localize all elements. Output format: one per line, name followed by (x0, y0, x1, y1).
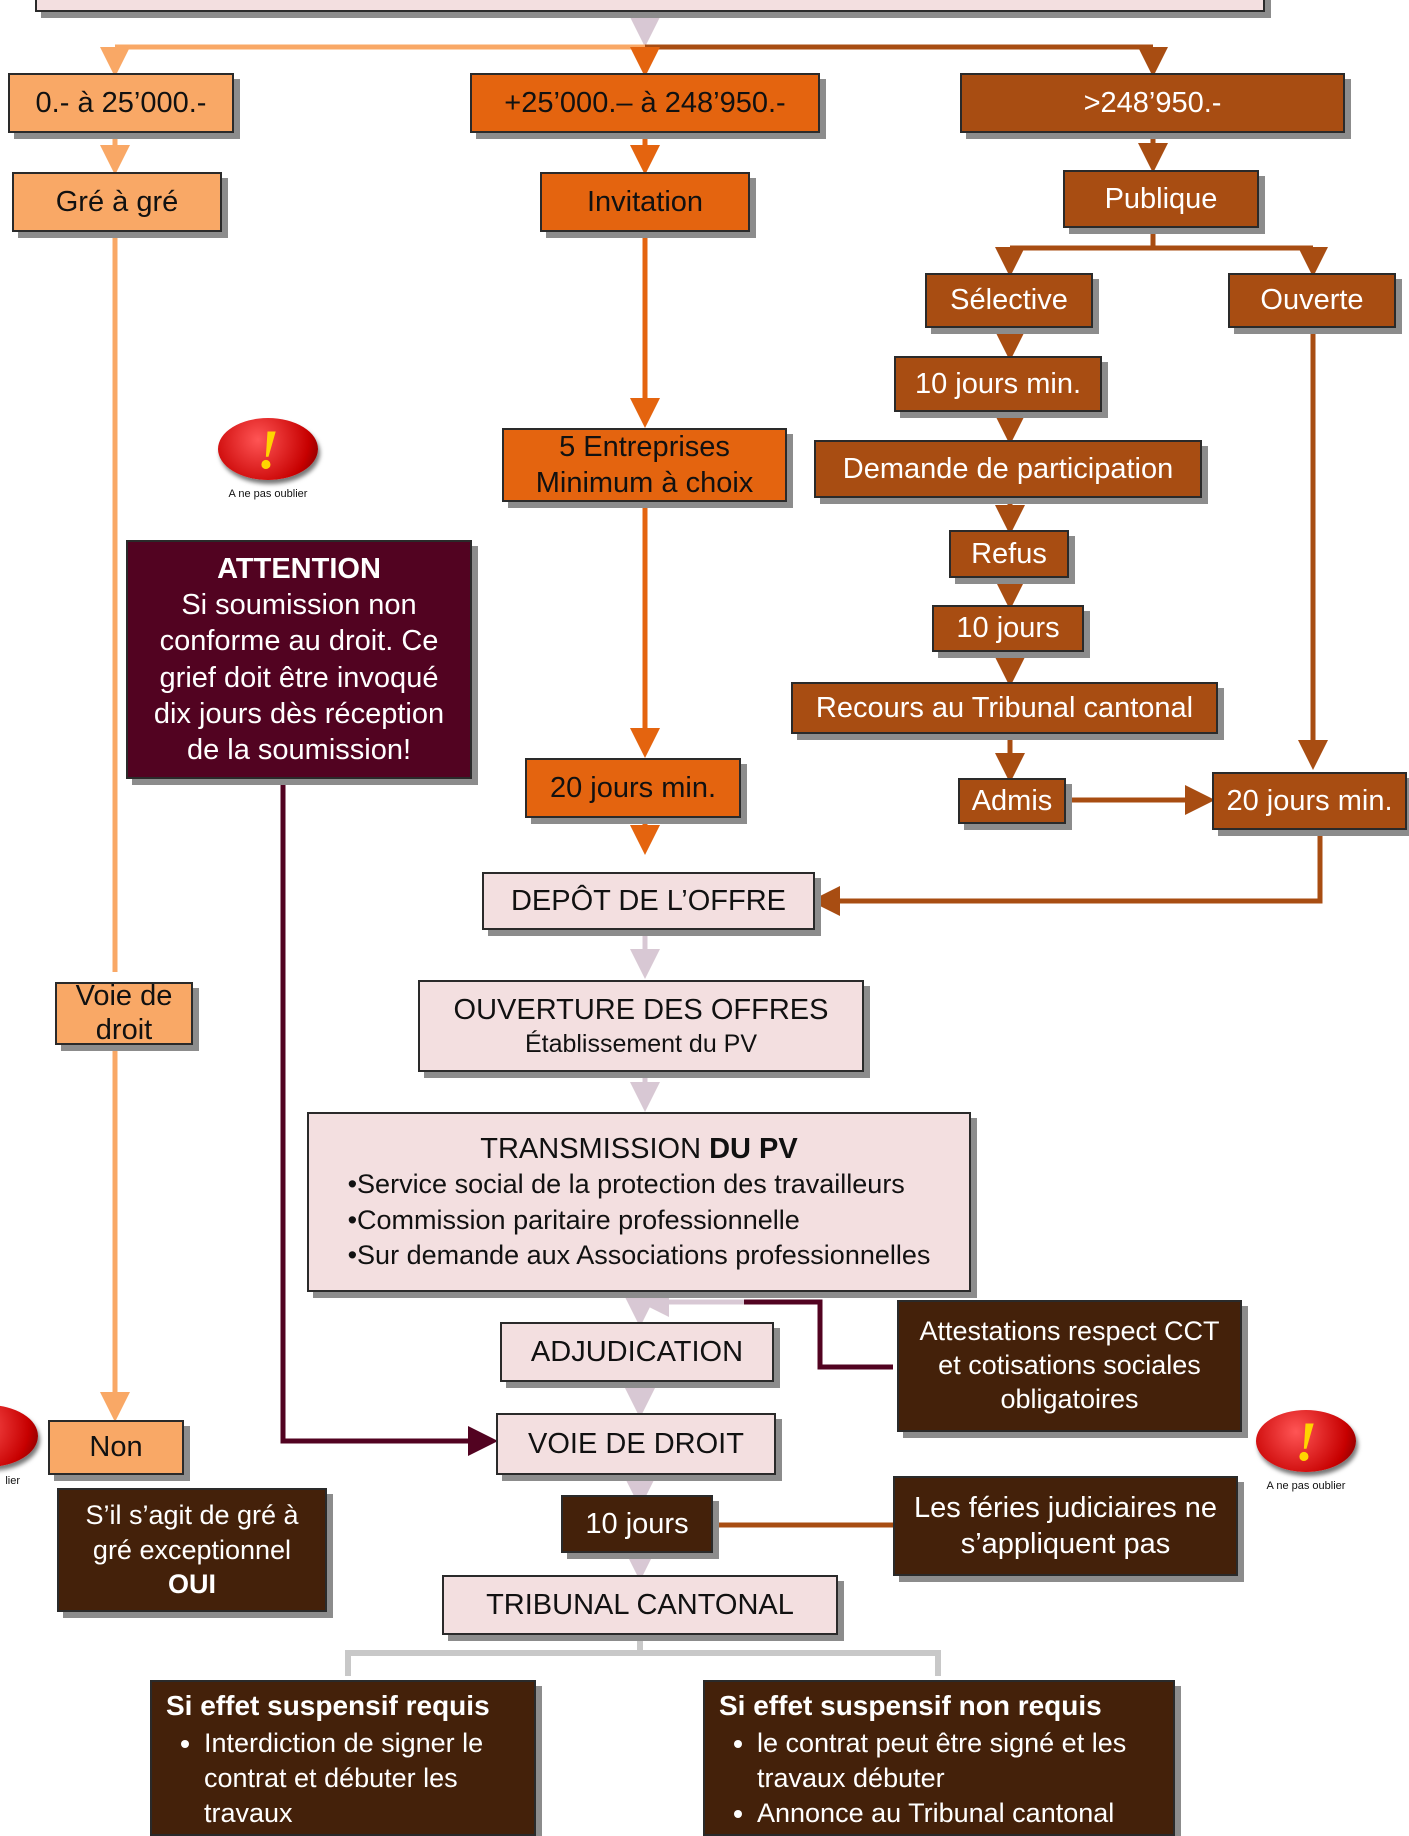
selective-demande-label: Demande de participation (842, 452, 1174, 485)
connector-min20-depot-brown (810, 830, 1323, 916)
invitation-entreprises-line1: 5 Entreprises (559, 430, 730, 463)
attention-box: ATTENTION Si soumission non conforme au … (126, 540, 472, 779)
selective-10jours: 10 jours (932, 605, 1084, 652)
threshold-high: >248’950.- (960, 73, 1345, 133)
gre-voie-line2: droit (95, 1013, 153, 1046)
transmission-item: Sur demande aux Associations professionn… (348, 1238, 930, 1273)
warning-caption: A ne pas oublier (1266, 1480, 1346, 1492)
warning-icon: ! A ne pas oublier (1246, 1410, 1366, 1510)
warning-caption-cropped: lier (5, 1475, 20, 1487)
invitation-entreprises-line2: Minimum à choix (535, 467, 754, 499)
transmission-heading: TRANSMISSION DU PV (480, 1131, 797, 1167)
outcome-non-requis: Si effet suspensif non requis le contrat… (703, 1680, 1175, 1836)
procedure-gre: Gré à gré (12, 172, 222, 232)
gre-exception-text: S’il s’agit de gré à gré exceptionnel (85, 1500, 299, 1565)
ouverture-offres: OUVERTURE DES OFFRES Établissement du PV (418, 980, 864, 1072)
attention-text: Si soumission non conforme au droit. Ce … (153, 589, 445, 766)
transmission-title-bold: DU PV (709, 1133, 798, 1166)
procedure-invitation-label: Invitation (586, 185, 704, 218)
feries-text: Les féries judiciaires ne s’appliquent p… (913, 1491, 1218, 1560)
adjudication-label: ADJUDICATION (530, 1335, 744, 1368)
gre-exception-oui: OUI (167, 1569, 216, 1600)
selective-demande: Demande de participation (814, 440, 1202, 498)
transmission-item: Service social de la protection des trav… (348, 1167, 931, 1202)
attention-title: ATTENTION (217, 552, 381, 585)
outcome-non-requis-item: Annonce au Tribunal cantonal (757, 1796, 1159, 1831)
transmission-title: TRANSMISSION (480, 1133, 710, 1166)
voie-de-droit: VOIE DE DROIT (496, 1413, 776, 1475)
selective-refus-label: Refus (971, 537, 1047, 570)
transmission-item: Commission paritaire professionnelle (348, 1203, 931, 1238)
selective-min20: 20 jours min. (1212, 772, 1407, 830)
threshold-low-label: 0.- à 25’000.- (35, 86, 207, 119)
procedure-gre-label: Gré à gré (55, 185, 179, 218)
selective-recours-label: Recours au Tribunal cantonal (815, 691, 1194, 724)
selective-recours: Recours au Tribunal cantonal (791, 682, 1218, 734)
ouverture-title: OUVERTURE DES OFFRES (453, 994, 829, 1027)
selective-min10: 10 jours min. (894, 356, 1102, 412)
procedure-invitation: Invitation (540, 172, 750, 232)
transmission-list: Service social de la protection des trav… (348, 1167, 931, 1273)
transmission-pv: TRANSMISSION DU PV Service social de la … (307, 1112, 971, 1292)
connector-attestations (744, 1299, 893, 1370)
feries-box: Les féries judiciaires ne s’appliquent p… (893, 1476, 1238, 1576)
voie-de-droit-label: VOIE DE DROIT (528, 1427, 744, 1460)
procedure-ouverte: Ouverte (1228, 273, 1396, 328)
threshold-mid-label: +25’000.– à 248’950.- (504, 86, 786, 119)
gre-non-label: Non (89, 1431, 143, 1464)
selective-admis-label: Admis (971, 784, 1053, 817)
outcome-non-requis-title: Si effet suspensif non requis (719, 1690, 1102, 1721)
gre-voie-de-droit: Voie de droit (55, 980, 193, 1046)
outcome-requis: Si effet suspensif requis Interdiction d… (150, 1680, 536, 1836)
outcome-requis-list: Interdiction de signer le contrat et déb… (166, 1726, 520, 1831)
warning-caption: A ne pas oublier (228, 488, 308, 500)
warning-icon: ! A ne pas oublier (208, 418, 328, 518)
warning-icon-cropped: ! lier (0, 1405, 48, 1505)
procedure-selective: Sélective (925, 273, 1093, 328)
invitation-entreprises: 5 Entreprises Minimum à choix (502, 428, 787, 502)
outcome-requis-title: Si effet suspensif requis (166, 1690, 490, 1721)
outcome-requis-item: Interdiction de signer le contrat et déb… (204, 1726, 520, 1831)
procedure-publique: Publique (1063, 170, 1259, 228)
dix-jours: 10 jours (561, 1495, 713, 1553)
threshold-high-label: >248’950.- (1083, 86, 1222, 119)
procedure-publique-label: Publique (1104, 182, 1218, 215)
outcome-non-requis-list: le contrat peut être signé et les travau… (719, 1726, 1159, 1831)
selective-min10-label: 10 jours min. (914, 367, 1081, 400)
threshold-mid: +25’000.– à 248’950.- (470, 73, 820, 133)
gre-exception: S’il s’agit de gré à gré exceptionnel OU… (57, 1488, 327, 1612)
gre-non: Non (48, 1420, 184, 1475)
ouverture-subtitle: Établissement du PV (524, 1029, 758, 1058)
tribunal-cantonal: TRIBUNAL CANTONAL (442, 1575, 838, 1635)
attestations-text: Attestations respect CCT et cotisations … (919, 1316, 1220, 1414)
threshold-low: 0.- à 25’000.- (8, 73, 234, 133)
depot-offre: DEPÔT DE L’OFFRE (482, 872, 815, 930)
header-box (35, 0, 1265, 12)
selective-min20-label: 20 jours min. (1226, 784, 1393, 817)
depot-offre-label: DEPÔT DE L’OFFRE (510, 884, 787, 917)
selective-refus: Refus (949, 530, 1069, 578)
selective-10jours-label: 10 jours (956, 612, 1060, 645)
tribunal-label: TRIBUNAL CANTONAL (486, 1588, 794, 1621)
connector-attention-voie (280, 779, 498, 1456)
gre-voie-line1: Voie de (75, 980, 173, 1013)
procedure-selective-label: Sélective (950, 284, 1068, 317)
adjudication: ADJUDICATION (500, 1322, 774, 1382)
invitation-min20-label: 20 jours min. (549, 771, 716, 804)
attestations-box: Attestations respect CCT et cotisations … (897, 1300, 1242, 1432)
invitation-min20: 20 jours min. (525, 758, 741, 818)
selective-admis: Admis (958, 778, 1066, 824)
outcome-non-requis-item: le contrat peut être signé et les travau… (757, 1726, 1159, 1796)
dix-jours-label: 10 jours (585, 1507, 689, 1540)
procedure-ouverte-label: Ouverte (1260, 284, 1364, 317)
